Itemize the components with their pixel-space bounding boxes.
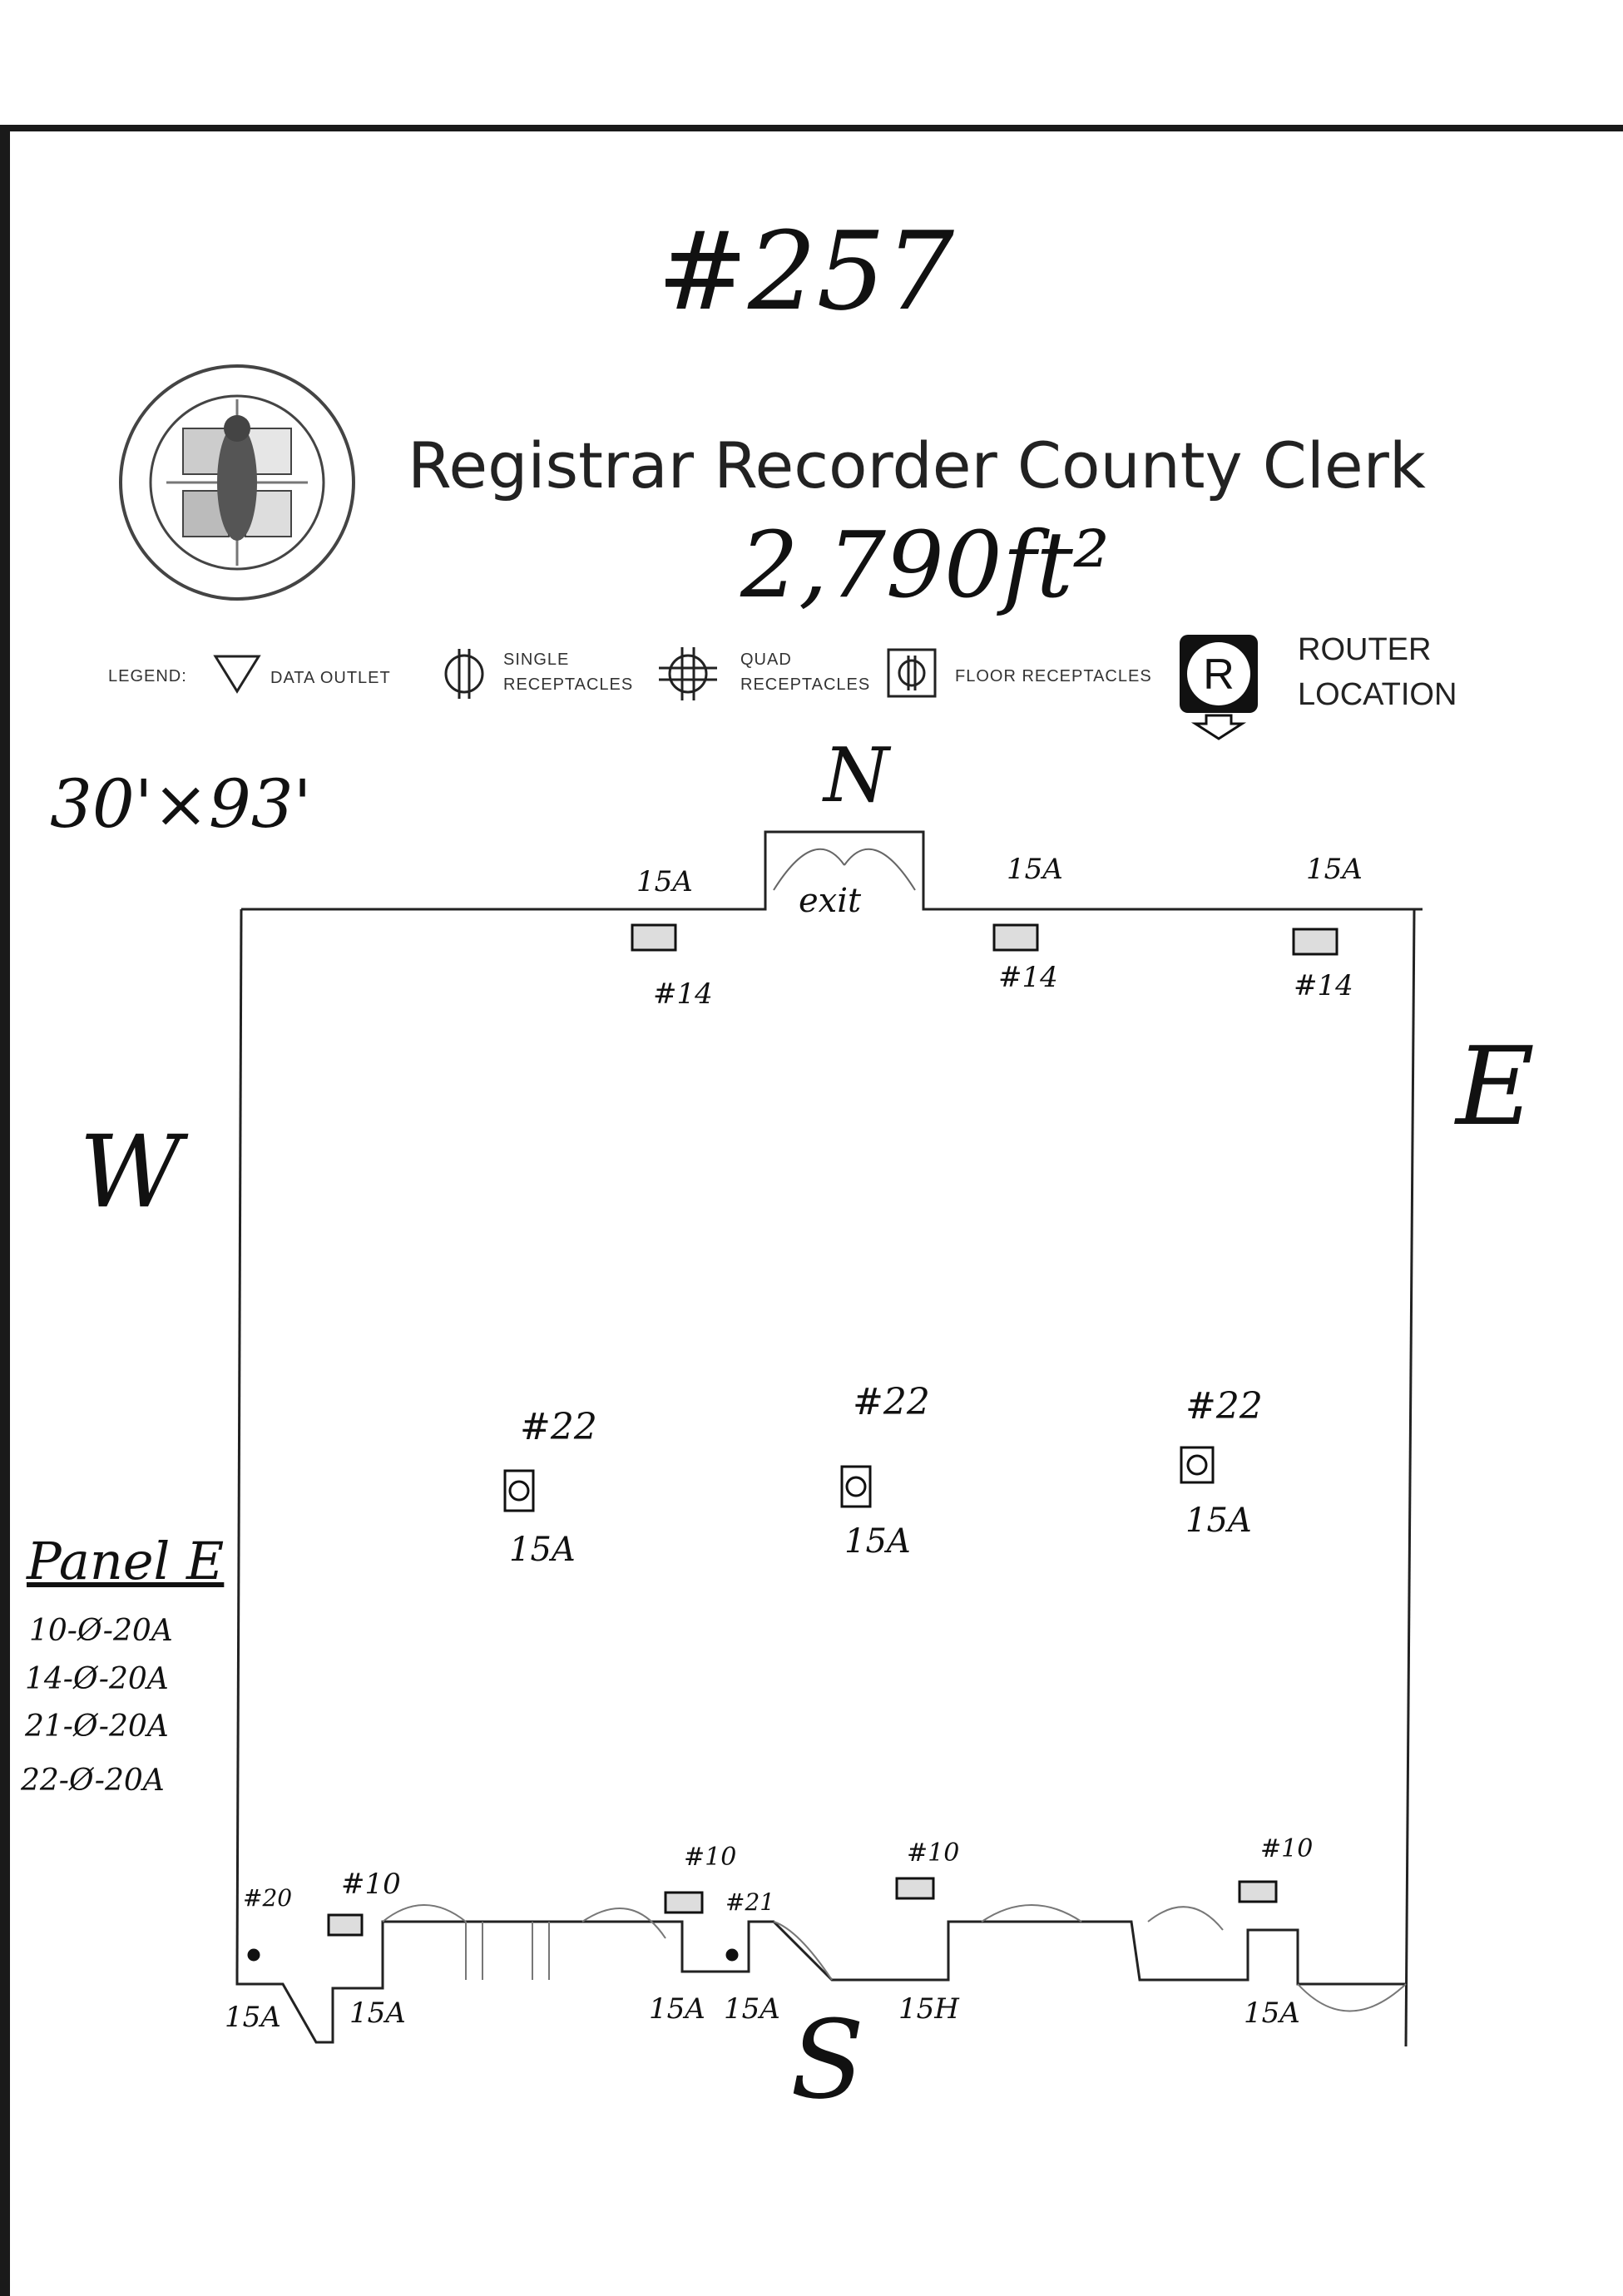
single-receptacle-icon — [725, 1948, 739, 1962]
floor-receptacle-icon — [1238, 1880, 1278, 1903]
center-circuit-3: #22 — [1185, 1385, 1263, 1428]
south-circuit-3: #10 — [684, 1843, 737, 1872]
south-amp-5: 15H — [898, 1992, 959, 2026]
compass-east: E — [1456, 1023, 1535, 1150]
south-circuit-5: #10 — [907, 1838, 960, 1868]
south-amp-3: 15A — [649, 1992, 705, 2026]
south-amp-6: 15A — [1244, 1997, 1300, 2030]
south-circuit-1: #20 — [243, 1884, 293, 1912]
north-amp-2: 15A — [1007, 853, 1063, 886]
panel-title: Panel E — [27, 1531, 225, 1591]
compass-north: N — [824, 732, 889, 819]
county-seal-icon — [119, 364, 355, 601]
router-letter: R — [1203, 651, 1235, 699]
floor-receptacle-icon — [992, 923, 1039, 952]
legend: LEGEND: DATA OUTLET SINGLE RECEPTACLES Q… — [108, 632, 1522, 740]
south-wall — [235, 1920, 1406, 2044]
south-door-swings — [382, 1904, 1407, 2012]
floor-receptacle-icon — [1180, 1446, 1215, 1484]
south-circuit-4: #21 — [725, 1888, 775, 1916]
compass-south: S — [790, 1997, 865, 2123]
panel-line-2: 14-Ø-20A — [25, 1662, 169, 1696]
router-location-icon: R — [1180, 635, 1258, 740]
panel-line-3: 21-Ø-20A — [25, 1710, 169, 1744]
east-wall — [1404, 908, 1416, 2047]
south-amp-4: 15A — [724, 1992, 780, 2026]
dimensions-label: 30'×93' — [50, 765, 312, 843]
center-amp-2: 15A — [844, 1522, 911, 1561]
north-amp-3: 15A — [1306, 853, 1363, 886]
floor-receptacle-icon — [631, 923, 677, 952]
exit-door-arcs — [773, 848, 916, 891]
legend-single-2: RECEPTACLES — [503, 675, 634, 694]
floor-receptacle-icon — [1292, 928, 1338, 956]
south-circuit-6: #10 — [1260, 1834, 1314, 1863]
panel-line-4: 22-Ø-20A — [21, 1764, 165, 1798]
legend-quad-2: RECEPTACLES — [740, 675, 871, 694]
quad-receptacle-icon — [659, 647, 717, 700]
west-wall — [235, 908, 243, 1972]
center-circuit-2: #22 — [853, 1381, 930, 1423]
north-circuit-1: #14 — [653, 977, 713, 1011]
document-title: Registrar Recorder County Clerk — [408, 428, 1426, 502]
handwritten-number: #257 — [657, 208, 955, 334]
legend-router-2: LOCATION — [1298, 677, 1457, 712]
legend-data-outlet: DATA OUTLET — [270, 669, 391, 687]
south-amp-1: 15A — [225, 2001, 281, 2034]
north-wall — [241, 830, 1423, 911]
single-receptacle-icon — [444, 649, 484, 699]
data-outlet-icon — [213, 655, 261, 694]
center-amp-1: 15A — [509, 1531, 576, 1569]
legend-label: LEGEND: — [108, 667, 187, 685]
compass-west: W — [79, 1115, 182, 1230]
north-amp-1: 15A — [636, 865, 693, 898]
area-label: 2,790ft² — [740, 512, 1110, 618]
floor-receptacle-icon — [664, 1891, 704, 1914]
south-circuit-2: #10 — [341, 1868, 401, 1901]
north-circuit-3: #14 — [1294, 969, 1353, 1002]
legend-floor: FLOOR RECEPTACLES — [955, 667, 1152, 685]
scan-top-border — [0, 125, 1623, 131]
floor-receptacle-icon — [327, 1913, 364, 1937]
receptacle-symbol — [508, 1480, 530, 1502]
center-amp-3: 15A — [1185, 1502, 1252, 1540]
center-circuit-1: #22 — [520, 1406, 597, 1448]
legend-single-1: SINGLE — [503, 651, 570, 669]
north-circuit-2: #14 — [998, 961, 1058, 994]
floor-receptacle-icon — [887, 648, 937, 698]
floor-receptacle-icon — [895, 1877, 935, 1900]
scan-left-border — [0, 125, 10, 2296]
legend-router-1: ROUTER — [1298, 632, 1432, 667]
receptacle-symbol — [1186, 1454, 1208, 1476]
legend-quad-1: QUAD — [740, 651, 792, 669]
panel-line-1: 10-Ø-20A — [29, 1614, 173, 1648]
exit-label: exit — [799, 882, 862, 920]
receptacle-symbol — [845, 1476, 867, 1497]
single-receptacle-icon — [247, 1948, 260, 1962]
south-amp-2: 15A — [349, 1997, 406, 2030]
